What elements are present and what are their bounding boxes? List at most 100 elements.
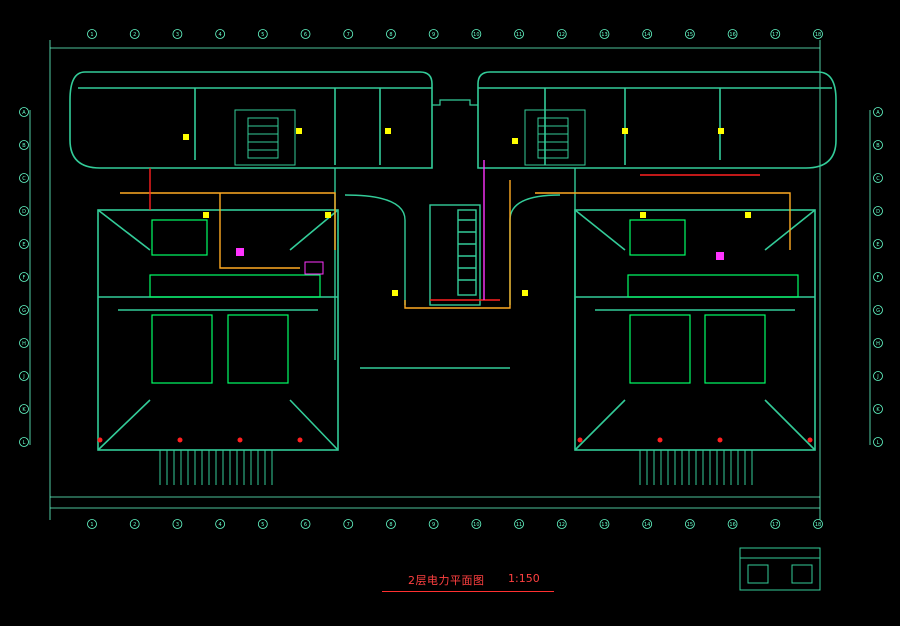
grid-label: 8 — [389, 32, 392, 38]
grid-bubble — [642, 29, 653, 39]
drawing-scale: 1:150 — [508, 572, 540, 585]
grid-bubble — [129, 29, 140, 39]
grid-label: 7 — [347, 522, 350, 528]
grid-label: 1 — [90, 32, 93, 38]
grid-bubble — [428, 519, 439, 529]
grid-bubble — [471, 29, 482, 39]
podium-steps-right — [585, 449, 805, 485]
grid-label: 12 — [559, 32, 565, 38]
grid-bubble — [428, 29, 439, 39]
left-tower-rooms — [149, 219, 321, 384]
grid-label: 13 — [601, 32, 607, 38]
grid-label: 17 — [772, 32, 778, 38]
grid-label: B — [22, 143, 26, 149]
grid-label: A — [22, 110, 26, 116]
grid-label: 1 — [90, 522, 93, 528]
grid-label: 18 — [815, 32, 821, 38]
stair-core-top-left — [234, 109, 296, 166]
grid-bubble — [642, 519, 653, 529]
grid-label: J — [876, 374, 878, 380]
grid-label: 6 — [304, 32, 307, 38]
grid-label: H — [22, 341, 26, 347]
grid-bubble — [172, 29, 183, 39]
grid-bubble — [873, 371, 883, 381]
grid-bubble — [87, 29, 97, 39]
grid-bubble — [343, 29, 354, 39]
grid-label: 10 — [473, 522, 479, 528]
grid-bubble — [514, 29, 524, 39]
grid-bubble — [813, 29, 823, 39]
grid-bubble — [514, 519, 524, 529]
grid-label: D — [22, 209, 26, 215]
grid-label: 2 — [133, 522, 136, 528]
grid-label: 4 — [219, 32, 222, 38]
grid-bubble — [873, 107, 883, 117]
grid-label: 10 — [473, 32, 479, 38]
electrical-devices — [97, 128, 813, 443]
grid-bubble — [599, 519, 610, 529]
grid-label: K — [22, 407, 26, 413]
grid-bubble — [19, 107, 29, 117]
grid-bubble — [172, 519, 183, 529]
legend-detail — [739, 547, 821, 591]
grid-label: 16 — [729, 522, 735, 528]
grid-label: 13 — [601, 522, 607, 528]
grid-bubble — [19, 173, 29, 183]
grid-label: F — [877, 275, 880, 281]
podium-steps-left — [110, 449, 330, 485]
grid-label: H — [876, 341, 880, 347]
grid-bubble — [471, 519, 482, 529]
grid-bubble — [556, 29, 567, 39]
grid-bubble — [873, 305, 883, 315]
grid-label: L — [877, 440, 880, 446]
dimension-lines — [29, 40, 871, 520]
grid-label: 11 — [516, 522, 522, 528]
grid-label: 18 — [815, 522, 821, 528]
grid-bubble — [873, 239, 883, 249]
grid-bubble — [873, 272, 883, 282]
grid-bubble — [813, 519, 823, 529]
grid-label: F — [23, 275, 26, 281]
grid-label: 12 — [559, 522, 565, 528]
grid-label: 5 — [261, 522, 264, 528]
grid-label: E — [876, 242, 879, 248]
grid-label: 15 — [687, 522, 693, 528]
grid-bubble — [343, 519, 354, 529]
grid-bubble — [19, 437, 29, 447]
grid-label: 2 — [133, 32, 136, 38]
grid-bubble — [873, 437, 883, 447]
stair-core-top-right — [524, 109, 586, 166]
grid-bubble — [19, 206, 29, 216]
grid-bubble — [129, 519, 140, 529]
grid-bubble — [19, 305, 29, 315]
grid-label: K — [876, 407, 880, 413]
grid-bubble — [19, 338, 29, 348]
grid-label: D — [876, 209, 880, 215]
grid-bubble — [19, 404, 29, 414]
grid-bubble — [257, 519, 268, 529]
grid-label: 9 — [432, 32, 435, 38]
grid-label: 5 — [261, 32, 264, 38]
grid-bubble — [257, 29, 268, 39]
grid-label: G — [22, 308, 26, 314]
grid-label: 6 — [304, 522, 307, 528]
grid-bubble — [19, 239, 29, 249]
grid-label: 14 — [644, 32, 650, 38]
title-underline — [382, 591, 554, 592]
right-tower-rooms — [627, 219, 799, 384]
grid-bubble — [19, 272, 29, 282]
power-circuits — [120, 160, 791, 309]
grid-bubble — [386, 29, 396, 39]
grid-bubble — [19, 371, 29, 381]
grid-bubble — [386, 519, 396, 529]
grid-label: G — [876, 308, 880, 314]
grid-bubble — [770, 29, 781, 39]
grid-bubble — [727, 29, 738, 39]
grid-bubble — [87, 519, 97, 529]
grid-label: J — [22, 374, 24, 380]
